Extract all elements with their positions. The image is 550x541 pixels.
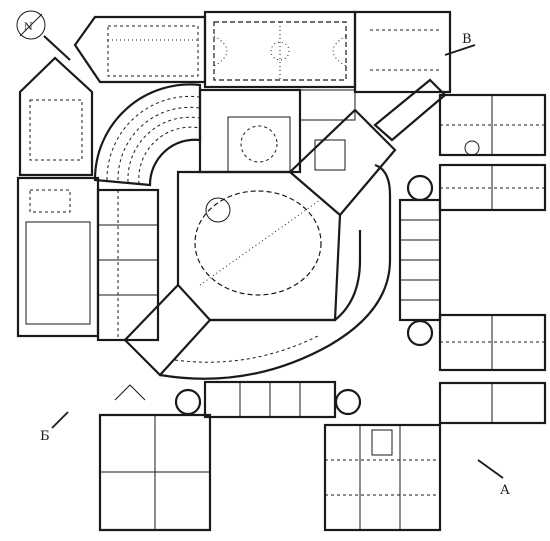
right-stair-column (398, 174, 442, 347)
classroom-block-bottom-left (98, 384, 212, 532)
bottom-corridor-rooms (174, 380, 362, 419)
left-wing-corridor-rooms (96, 188, 160, 342)
gym-annex (353, 10, 452, 94)
left-wing-swimming-pool (16, 176, 100, 338)
section-marker-v: В (444, 32, 476, 56)
gym-hall-left (73, 15, 207, 84)
classroom-block-upper-right (438, 93, 547, 157)
classroom-block-right-2 (438, 381, 547, 425)
left-wing-hex-room (18, 56, 94, 177)
assembly-hall (93, 83, 202, 187)
classroom-block-mid-right (438, 163, 547, 212)
section-marker-a: А (477, 459, 510, 498)
north-east-link (373, 78, 447, 142)
section-label-b: Б (40, 429, 50, 444)
classroom-block-bottom-right (323, 423, 442, 532)
curved-main-corridor (159, 163, 392, 380)
section-label-v: В (462, 32, 472, 47)
north-arrow-icon: N (16, 10, 71, 61)
central-atrium (176, 170, 342, 322)
diagonal-corridor-sw (123, 284, 211, 377)
upper-center-rooms (198, 88, 356, 174)
section-label-a: А (500, 483, 510, 498)
section-marker-b: Б (40, 411, 69, 444)
diagonal-corridor-ne (289, 108, 397, 216)
classroom-block-right-1 (438, 313, 547, 372)
basketball-hall (203, 10, 357, 89)
north-marker-label: N (24, 22, 33, 33)
